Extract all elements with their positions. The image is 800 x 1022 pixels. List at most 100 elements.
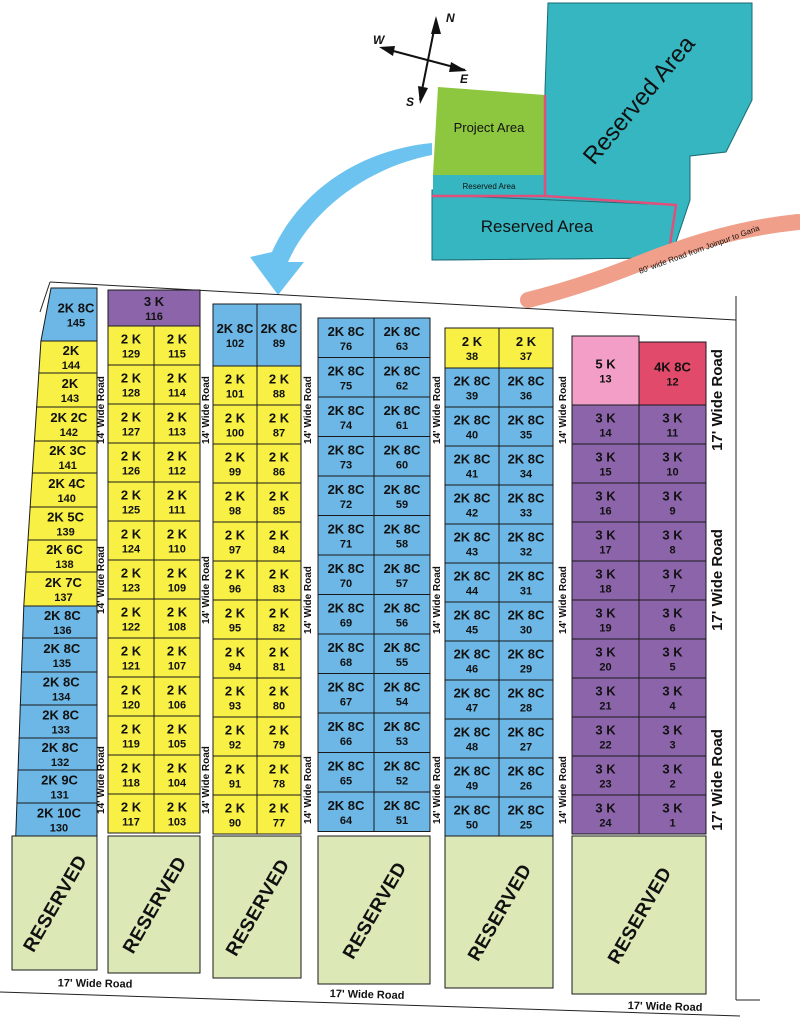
plot[interactable]: 2 K91 (212, 755, 258, 796)
plot[interactable]: 3 K9 (638, 482, 707, 523)
plot[interactable]: 2 K81 (256, 638, 302, 679)
plot[interactable]: 2 K98 (212, 482, 258, 523)
plot[interactable]: 2 K85 (256, 482, 302, 523)
plot[interactable]: 3 K19 (571, 599, 640, 640)
plot[interactable]: 3 K16 (571, 482, 640, 523)
plot[interactable]: 3 K11 (638, 404, 707, 445)
plot[interactable]: 2 K78 (256, 755, 302, 796)
plot[interactable]: 3 K2 (638, 755, 707, 796)
plot[interactable]: 5 K13 (571, 335, 640, 406)
plot[interactable]: 3 K7 (638, 560, 707, 601)
plot[interactable]: 2 K37 (498, 327, 554, 369)
plot[interactable]: 2 K82 (256, 599, 302, 640)
plot[interactable]: 2 K79 (256, 716, 302, 757)
plot[interactable]: 2 K95 (212, 599, 258, 640)
plot[interactable]: 2 K84 (256, 521, 302, 562)
plot[interactable]: 3 K5 (638, 638, 707, 679)
plot[interactable]: 2 K94 (212, 638, 258, 679)
plot[interactable]: 3 K14 (571, 404, 640, 445)
plot[interactable]: 3 K3 (638, 716, 707, 757)
plot[interactable]: 3 K18 (571, 560, 640, 601)
plot[interactable]: 3 K23 (571, 755, 640, 796)
plot[interactable]: 3 K17 (571, 521, 640, 562)
plot[interactable]: 3 K20 (571, 638, 640, 679)
plot[interactable]: 2 K86 (256, 443, 302, 484)
plot[interactable]: 3 K21 (571, 677, 640, 718)
plot[interactable]: 2 K77 (256, 794, 302, 835)
plot[interactable]: 2 K96 (212, 560, 258, 601)
plot[interactable]: 3 K10 (638, 443, 707, 484)
plot[interactable]: 2 K87 (256, 404, 302, 445)
plot[interactable]: 2 K80 (256, 677, 302, 718)
